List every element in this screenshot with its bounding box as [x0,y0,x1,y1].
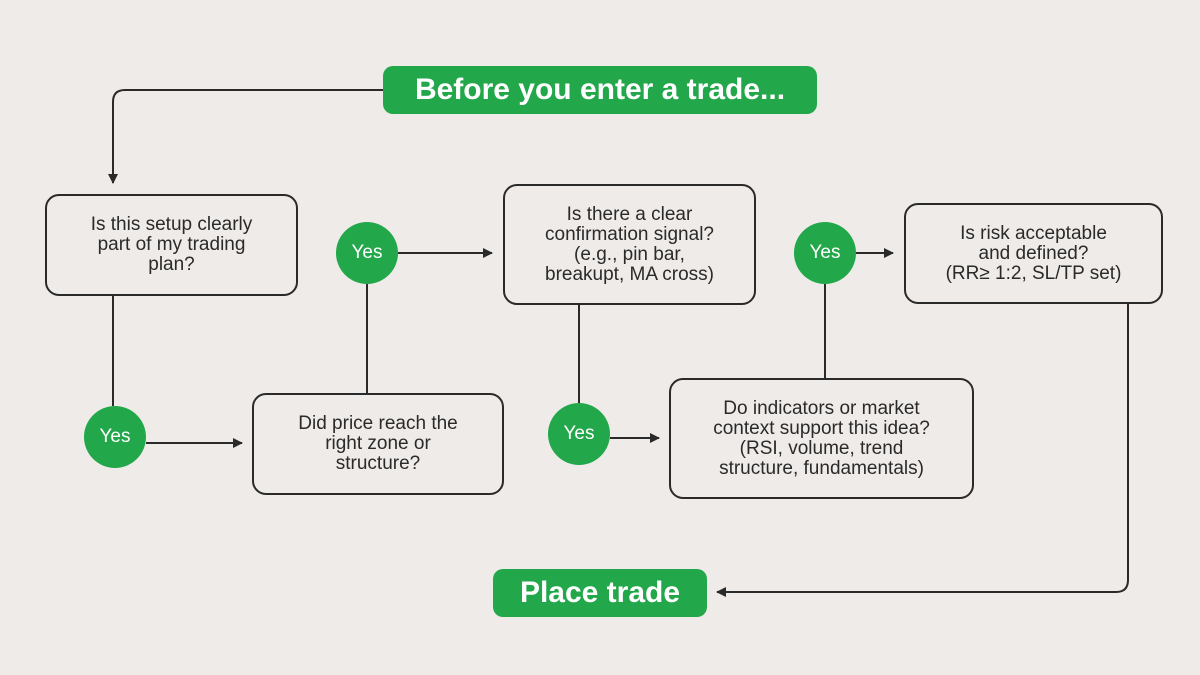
arrow-step5-to-end [716,304,1129,597]
step-price-zone-line-3: structure? [335,453,421,474]
step-confirmation-signal: Is there a clear confirmation signal? (e… [503,184,756,305]
step-risk-defined-line-3: (RR≥ 1:2, SL/TP set) [945,262,1122,284]
step-price-zone-line-1: Did price reach the [298,413,458,434]
step-indicators-context-line-3: (RSI, volume, trend [739,437,904,459]
step-risk-defined-line-2: and defined? [978,242,1089,264]
step-trading-plan-line-2: part of my trading [97,234,246,255]
step-trading-plan-line-3: plan? [148,254,195,275]
step-confirmation-signal-line-4: breakupt, MA cross) [545,263,714,285]
flowchart-title: Before you enter a trade... [383,66,817,114]
arrow-title-to-step1 [108,89,383,184]
yes-circle-2: Yes [336,222,398,284]
step-risk-defined: Is risk acceptable and defined? (RR≥ 1:2… [904,203,1163,304]
step-trading-plan-line-1: Is this setup clearly [90,214,253,235]
step-indicators-context: Do indicators or market context support … [669,378,974,499]
step-confirmation-signal-line-3: (e.g., pin bar, [574,243,685,265]
yes-circle-3: Yes [548,403,610,465]
step-confirmation-signal-line-2: confirmation signal? [545,223,714,245]
step-indicators-context-line-1: Do indicators or market [723,397,920,419]
step-confirmation-signal-line-1: Is there a clear [566,203,693,225]
step-risk-defined-line-1: Is risk acceptable [960,222,1107,244]
step-price-zone-line-2: right zone or [325,433,431,454]
step-trading-plan: Is this setup clearly part of my trading… [45,194,298,296]
step-indicators-context-line-4: structure, fundamentals) [719,457,924,479]
place-trade-label: Place trade [493,569,707,617]
step-price-zone: Did price reach the right zone or struct… [252,393,504,495]
yes-circle-1: Yes [84,406,146,468]
yes-circle-4: Yes [794,222,856,284]
step-indicators-context-line-2: context support this idea? [713,417,930,439]
